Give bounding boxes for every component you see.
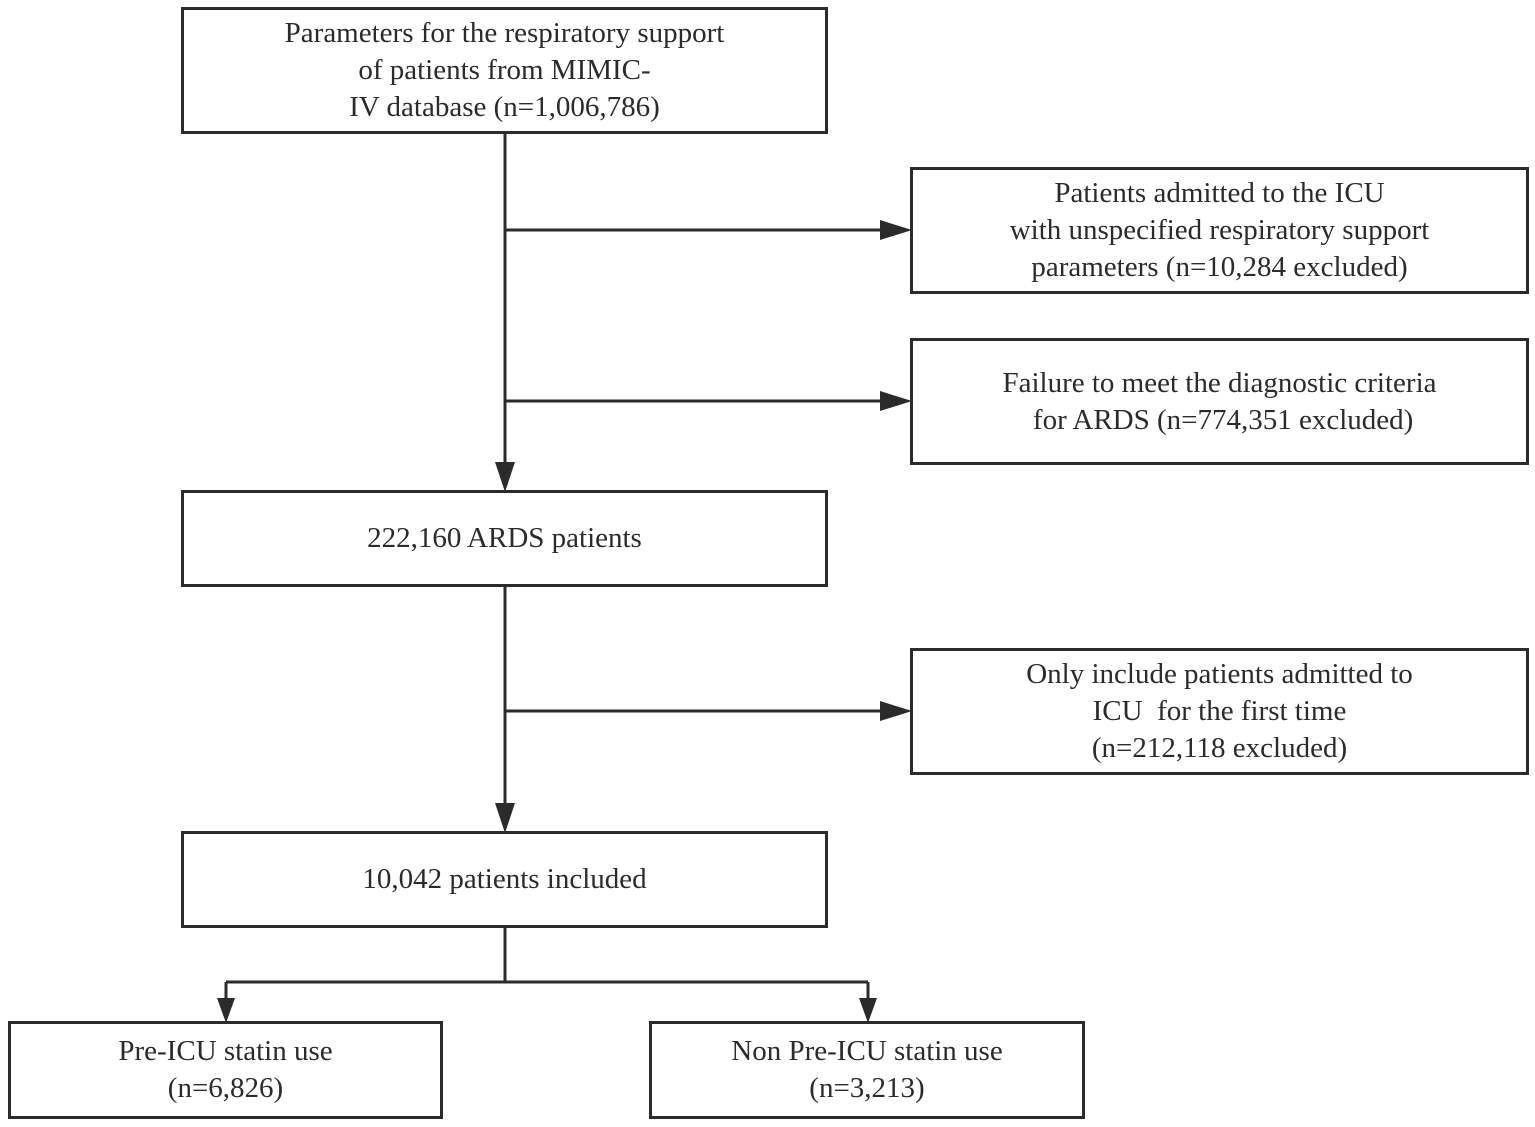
non-pre-icu-statin-box: Non Pre-ICU statin use (n=3,213) [649, 1021, 1085, 1119]
arrowhead-statin [217, 998, 235, 1023]
included-line-1: 10,042 patients included [362, 863, 647, 895]
excl-first-time-line-3: (n=212,118 excluded) [1091, 732, 1348, 764]
exclusion-unspecified-box: Patients admitted to the ICU with unspec… [910, 167, 1529, 294]
arrowhead-excl-unspecified [880, 220, 912, 240]
arrowhead-non-statin [859, 998, 877, 1023]
exclusion-criteria-box: Failure to meet the diagnostic criteria … [910, 338, 1529, 465]
excl-first-time-line-1: Only include patients admitted to [1026, 658, 1413, 690]
arrowhead-ards [495, 462, 515, 492]
exclusion-first-time-box: Only include patients admitted to ICU fo… [910, 648, 1529, 775]
source-line-3: IV database (n=1,006,786) [349, 91, 660, 123]
excl-first-time-line-2: ICU for the first time [1092, 695, 1347, 727]
ards-line-1: 222,160 ARDS patients [367, 522, 642, 554]
arrowhead-excl-criteria [880, 391, 912, 411]
source-line-1: Parameters for the respiratory support [284, 17, 725, 49]
excl-unspecified-line-2: with unspecified respiratory support [1009, 214, 1430, 246]
patients-included-box: 10,042 patients included [181, 831, 828, 928]
ards-patients-box: 222,160 ARDS patients [181, 490, 828, 587]
arrowhead-excl-first-time [880, 701, 912, 721]
excl-criteria-line-1: Failure to meet the diagnostic criteria [1002, 366, 1437, 399]
source-box: Parameters for the respiratory support o… [181, 7, 828, 134]
non-statin-line-1: Non Pre-ICU statin use [731, 1035, 1003, 1067]
statin-line-1: Pre-ICU statin use [118, 1035, 333, 1067]
non-statin-line-2: (n=3,213) [809, 1072, 925, 1104]
statin-line-2: (n=6,826) [167, 1072, 284, 1104]
excl-unspecified-line-3: parameters (n=10,284 excluded) [1031, 251, 1408, 283]
source-line-2: of patients from MIMIC- [358, 54, 651, 86]
excl-unspecified-line-1: Patients admitted to the ICU [1054, 177, 1385, 209]
pre-icu-statin-box: Pre-ICU statin use (n=6,826) [8, 1021, 443, 1119]
arrowhead-included [495, 803, 515, 833]
excl-criteria-line-2: for ARDS (n=774,351 excluded) [1025, 403, 1414, 436]
